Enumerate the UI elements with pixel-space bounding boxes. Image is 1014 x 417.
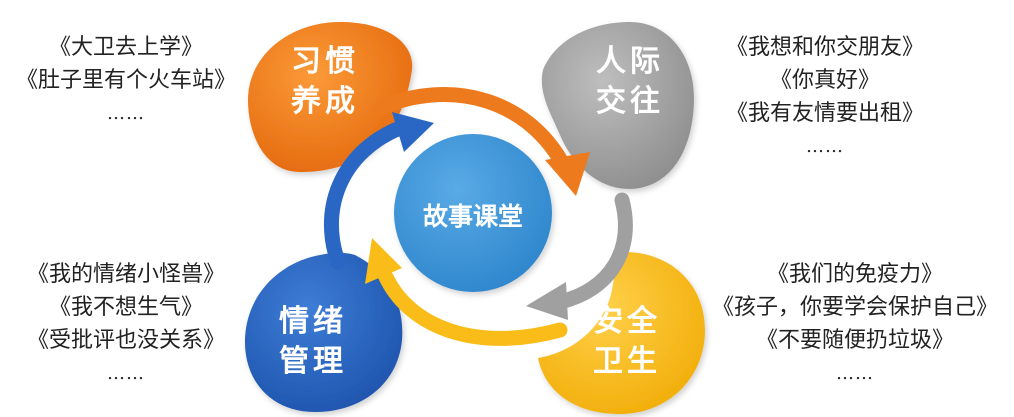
emotion-title-line2: 管理: [279, 344, 347, 379]
list-item: 《我想和你交朋友》: [725, 35, 924, 60]
list-item: 《不要随便扔垃圾》: [755, 328, 954, 353]
safety-title-line1: 安全: [593, 304, 661, 339]
list-item: 《大卫去上学》: [48, 35, 203, 60]
habit-book-list: 《大卫去上学》 《肚子里有个火车站》 ……: [6, 31, 246, 130]
social-book-list: 《我想和你交朋友》 《你真好》 《我有友情要出租》 ……: [700, 31, 950, 163]
arrow-gray-head: [526, 282, 568, 320]
habit-title-line1: 习惯: [291, 44, 359, 79]
arrow-yellow: [377, 267, 568, 346]
center-title: 故事课堂: [422, 202, 523, 231]
list-item: 《你真好》: [769, 68, 880, 93]
safety-petal: [538, 252, 705, 414]
list-item: 《我不想生气》: [48, 295, 203, 320]
arrow-yellow-head: [365, 238, 402, 284]
arrow-orange: [372, 87, 574, 178]
safety-book-list: 《我们的免疫力》 《孩子，你要学会保护自己》 《不要随便扔垃圾》 ……: [700, 258, 1010, 390]
list-item: ……: [107, 363, 145, 384]
list-item: 《我的情绪小怪兽》: [26, 262, 225, 287]
arrow-orange-head: [545, 152, 590, 196]
social-petal: [541, 22, 694, 189]
social-title: 人际 交往: [575, 42, 685, 122]
emotion-petal: [245, 252, 403, 412]
arrow-blue-head: [392, 112, 434, 152]
list-item: 《我们的免疫力》: [766, 262, 943, 287]
list-item: 《肚子里有个火车站》: [15, 68, 236, 93]
safety-title-line2: 卫生: [593, 344, 661, 379]
emotion-title-line1: 情绪: [279, 304, 347, 339]
social-title-line2: 交往: [596, 84, 664, 119]
center-circle: [394, 134, 552, 292]
list-item: ……: [836, 363, 874, 384]
emotion-title: 情绪 管理: [258, 302, 368, 382]
habit-petal: [248, 22, 413, 172]
list-item: ……: [806, 136, 844, 157]
safety-title: 安全 卫生: [572, 302, 682, 382]
emotion-book-list: 《我的情绪小怪兽》 《我不想生气》 《受批评也没关系》 ……: [6, 258, 246, 390]
arrow-gray: [552, 192, 633, 310]
social-title-line1: 人际: [596, 44, 664, 79]
habit-title: 习惯 养成: [270, 42, 380, 122]
arrow-blue: [323, 120, 408, 270]
habit-title-line2: 养成: [291, 84, 359, 119]
list-item: 《孩子，你要学会保护自己》: [711, 295, 998, 320]
list-item: 《受批评也没关系》: [26, 328, 225, 353]
list-item: 《我有友情要出租》: [725, 101, 924, 126]
list-item: ……: [107, 103, 145, 124]
